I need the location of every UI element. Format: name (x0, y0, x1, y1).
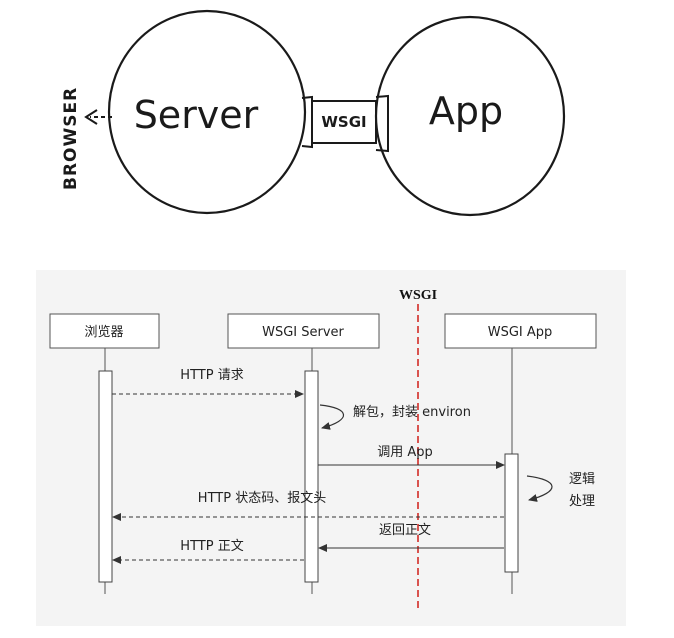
msg-logic-label-2: 处理 (569, 494, 595, 509)
activation-server (304, 370, 319, 583)
activation-app (504, 453, 519, 573)
activation-browser (98, 370, 113, 583)
browser-label: BROWSER (61, 87, 81, 190)
wsgi-label: WSGI (321, 113, 366, 131)
wsgi-divider-label: WSGI (399, 288, 437, 303)
msg-http-request-label: HTTP 请求 (180, 368, 243, 383)
msg-call-app-label: 调用 App (377, 445, 433, 460)
participant-app-box (444, 313, 597, 349)
participant-browser: 浏览器 (84, 324, 123, 340)
participant-server-box (227, 313, 380, 349)
wsgi-sketch-diagram: BROWSER Server WSGI App (61, 9, 566, 217)
participant-app: WSGI App (488, 325, 553, 340)
app-circle (374, 15, 566, 217)
app-label: App (429, 89, 503, 133)
msg-logic-label-1: 逻辑 (569, 472, 595, 487)
msg-http-body-label: HTTP 正文 (180, 539, 243, 554)
wsgi-sequence-diagram: WSGI 浏览器 WSGI Server WSGI App HTTP 请求 解包… (36, 270, 626, 626)
browser-arrowhead (84, 109, 98, 125)
msg-return-body-label: 返回正文 (379, 523, 431, 538)
msg-unpack-loop (319, 404, 344, 430)
msg-logic-loop (526, 475, 553, 502)
server-circle (107, 9, 307, 215)
server-label: Server (134, 93, 259, 137)
participant-server: WSGI Server (262, 325, 344, 340)
msg-status-headers-label: HTTP 状态码、报文头 (198, 491, 326, 506)
msg-unpack-label: 解包，封装 environ (353, 405, 471, 420)
participant-browser-box (49, 313, 160, 349)
